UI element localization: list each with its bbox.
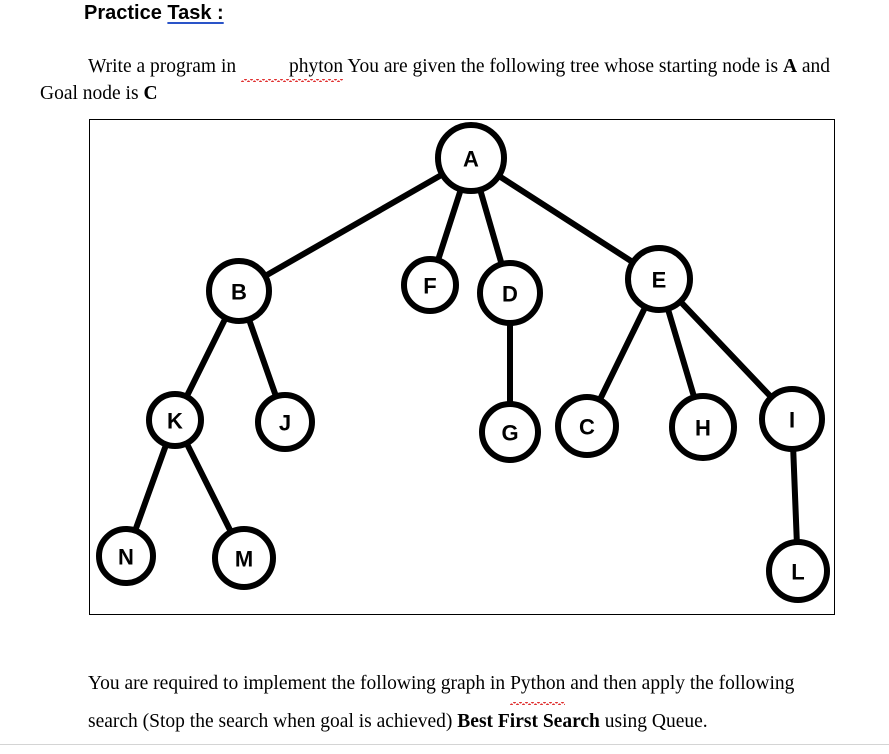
tree-node-label-e: E [652,268,667,293]
intro-start-node: A [782,55,798,77]
tree-node-circle-n [96,526,156,586]
intro-text-part1: Write a program in [88,55,241,77]
tree-node-circle-a [435,122,507,194]
tree-edges [131,170,800,548]
tree-edge-e-i [675,297,776,402]
tree-node-circle-m [212,526,276,590]
page-title-plain: Practice [84,2,168,24]
tree-node-circle-f [401,256,459,314]
tree-node-m[interactable]: M [212,526,276,590]
tree-node-label-i: I [789,408,795,433]
tree-node-circle-k [146,391,204,449]
tree-node-label-h: H [695,416,711,441]
tree-edge-a-f [434,184,465,266]
footer-text-part1: You are required to implement the follow… [88,672,511,694]
tree-node-label-g: G [501,421,518,446]
tree-node-k[interactable]: K [146,391,204,449]
tree-diagram-frame: A B F D E K J G C H I N M L [89,119,835,615]
intro-text-part3: and Goal node is [40,55,831,104]
tree-node-b[interactable]: B [206,258,272,324]
tree-edge-i-l [790,443,800,548]
footer-text-part3: using Queue. [599,710,708,732]
tree-node-circle-h [669,393,737,461]
page-bottom-edge [0,744,889,754]
tree-edge-a-e [494,171,638,267]
tree-node-a[interactable]: A [435,122,507,194]
intro-goal-node: C [143,82,158,104]
tree-node-circle-g [479,401,541,463]
tree-edge-a-b [260,170,448,281]
tree-node-circle-j [255,392,315,452]
tree-node-label-l: L [791,560,804,585]
tree-edge-b-j [245,314,280,402]
tree-node-circle-c [555,394,619,458]
tree-edge-k-n [131,439,170,536]
tree-node-h[interactable]: H [669,393,737,461]
tree-edge-e-h [664,303,698,403]
tree-node-d[interactable]: D [477,260,543,326]
intro-paragraph: Write a program in phyton You are given … [40,53,852,107]
spellcheck-misspelling-phyton: phyton [241,53,344,82]
tree-node-e[interactable]: E [625,245,693,313]
tree-node-c[interactable]: C [555,394,619,458]
tree-diagram-svg: A B F D E K J G C H I N M L [96,122,830,603]
footer-paragraph: You are required to implement the follow… [88,665,828,741]
page-title: Practice Task : [84,2,224,25]
tree-node-label-d: D [502,282,518,307]
tree-nodes: A B F D E K J G C H I N M L [96,122,830,603]
tree-node-f[interactable]: F [401,256,459,314]
tree-node-label-k: K [167,409,183,434]
intro-text-part2: You are given the following tree whose s… [343,55,783,77]
tree-node-label-m: M [235,547,253,572]
tree-node-i[interactable]: I [759,386,825,452]
tree-node-circle-d [477,260,543,326]
tree-node-circle-b [206,258,272,324]
spellcheck-misspelling-python: Python [510,665,566,705]
tree-node-label-c: C [579,415,595,440]
footer-text-part2: and then apply the following search (Sto… [88,672,795,732]
tree-node-circle-e [625,245,693,313]
tree-edge-a-d [476,184,506,270]
tree-node-j[interactable]: J [255,392,315,452]
tree-node-l[interactable]: L [766,539,830,603]
tree-node-g[interactable]: G [479,401,541,463]
page-title-underlined: Task : [167,2,224,24]
footer-emphasis-search-name: Best First Search [457,710,600,732]
tree-node-label-j: J [279,411,291,436]
tree-edge-b-k [182,313,230,402]
tree-node-label-n: N [118,545,134,570]
tree-node-label-b: B [231,280,247,305]
tree-edge-e-c [595,302,650,405]
tree-edge-k-m [182,438,235,537]
tree-node-circle-i [759,386,825,452]
tree-node-n[interactable]: N [96,526,156,586]
tree-node-label-a: A [463,147,479,172]
tree-node-circle-l [766,539,830,603]
tree-node-label-f: F [423,274,436,299]
